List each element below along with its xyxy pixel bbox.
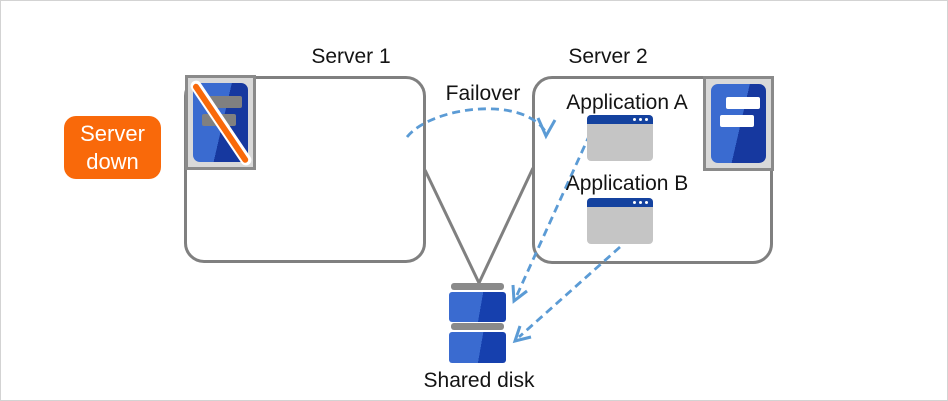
- app-window-a-icon: [587, 115, 653, 161]
- app-window-titlebar: [587, 198, 653, 207]
- window-dot: [633, 201, 636, 204]
- server2-label: Server 2: [568, 45, 648, 68]
- window-dot: [639, 201, 642, 204]
- server1-icon-frame: [185, 75, 256, 170]
- server-down-badge: Server down: [64, 116, 161, 179]
- server2-to-disk-line: [477, 167, 535, 284]
- window-dots-icon: [633, 201, 648, 204]
- disk-platter: [449, 292, 506, 322]
- server1-to-disk-line: [423, 169, 481, 284]
- shared-disk-label: Shared disk: [423, 369, 535, 392]
- app-window-titlebar: [587, 115, 653, 124]
- window-dot: [645, 201, 648, 204]
- app-a-arrowhead-icon: [511, 284, 528, 304]
- window-dot: [645, 118, 648, 121]
- failover-arrow: [405, 107, 547, 138]
- window-dots-icon: [633, 118, 648, 121]
- shared-disk-icon: [449, 283, 506, 363]
- server1-label: Server 1: [311, 45, 391, 68]
- application-b-label: Application B: [565, 172, 689, 195]
- disk-cap: [451, 323, 504, 330]
- server2-icon-frame: [703, 76, 774, 171]
- disk-cap: [451, 283, 504, 290]
- server-icon: [711, 84, 766, 163]
- server-bar: [726, 97, 760, 109]
- app-b-arrowhead-icon: [512, 325, 532, 344]
- failover-label: Failover: [445, 82, 521, 105]
- server-down-badge-line2: down: [86, 148, 139, 174]
- server-bar: [720, 115, 754, 127]
- server-down-badge-line1: Server: [80, 120, 145, 146]
- window-dot: [639, 118, 642, 121]
- application-a-label: Application A: [566, 91, 688, 114]
- app-window-b-icon: [587, 198, 653, 244]
- server-bar: [208, 96, 242, 108]
- disk-platter: [449, 332, 506, 363]
- window-dot: [633, 118, 636, 121]
